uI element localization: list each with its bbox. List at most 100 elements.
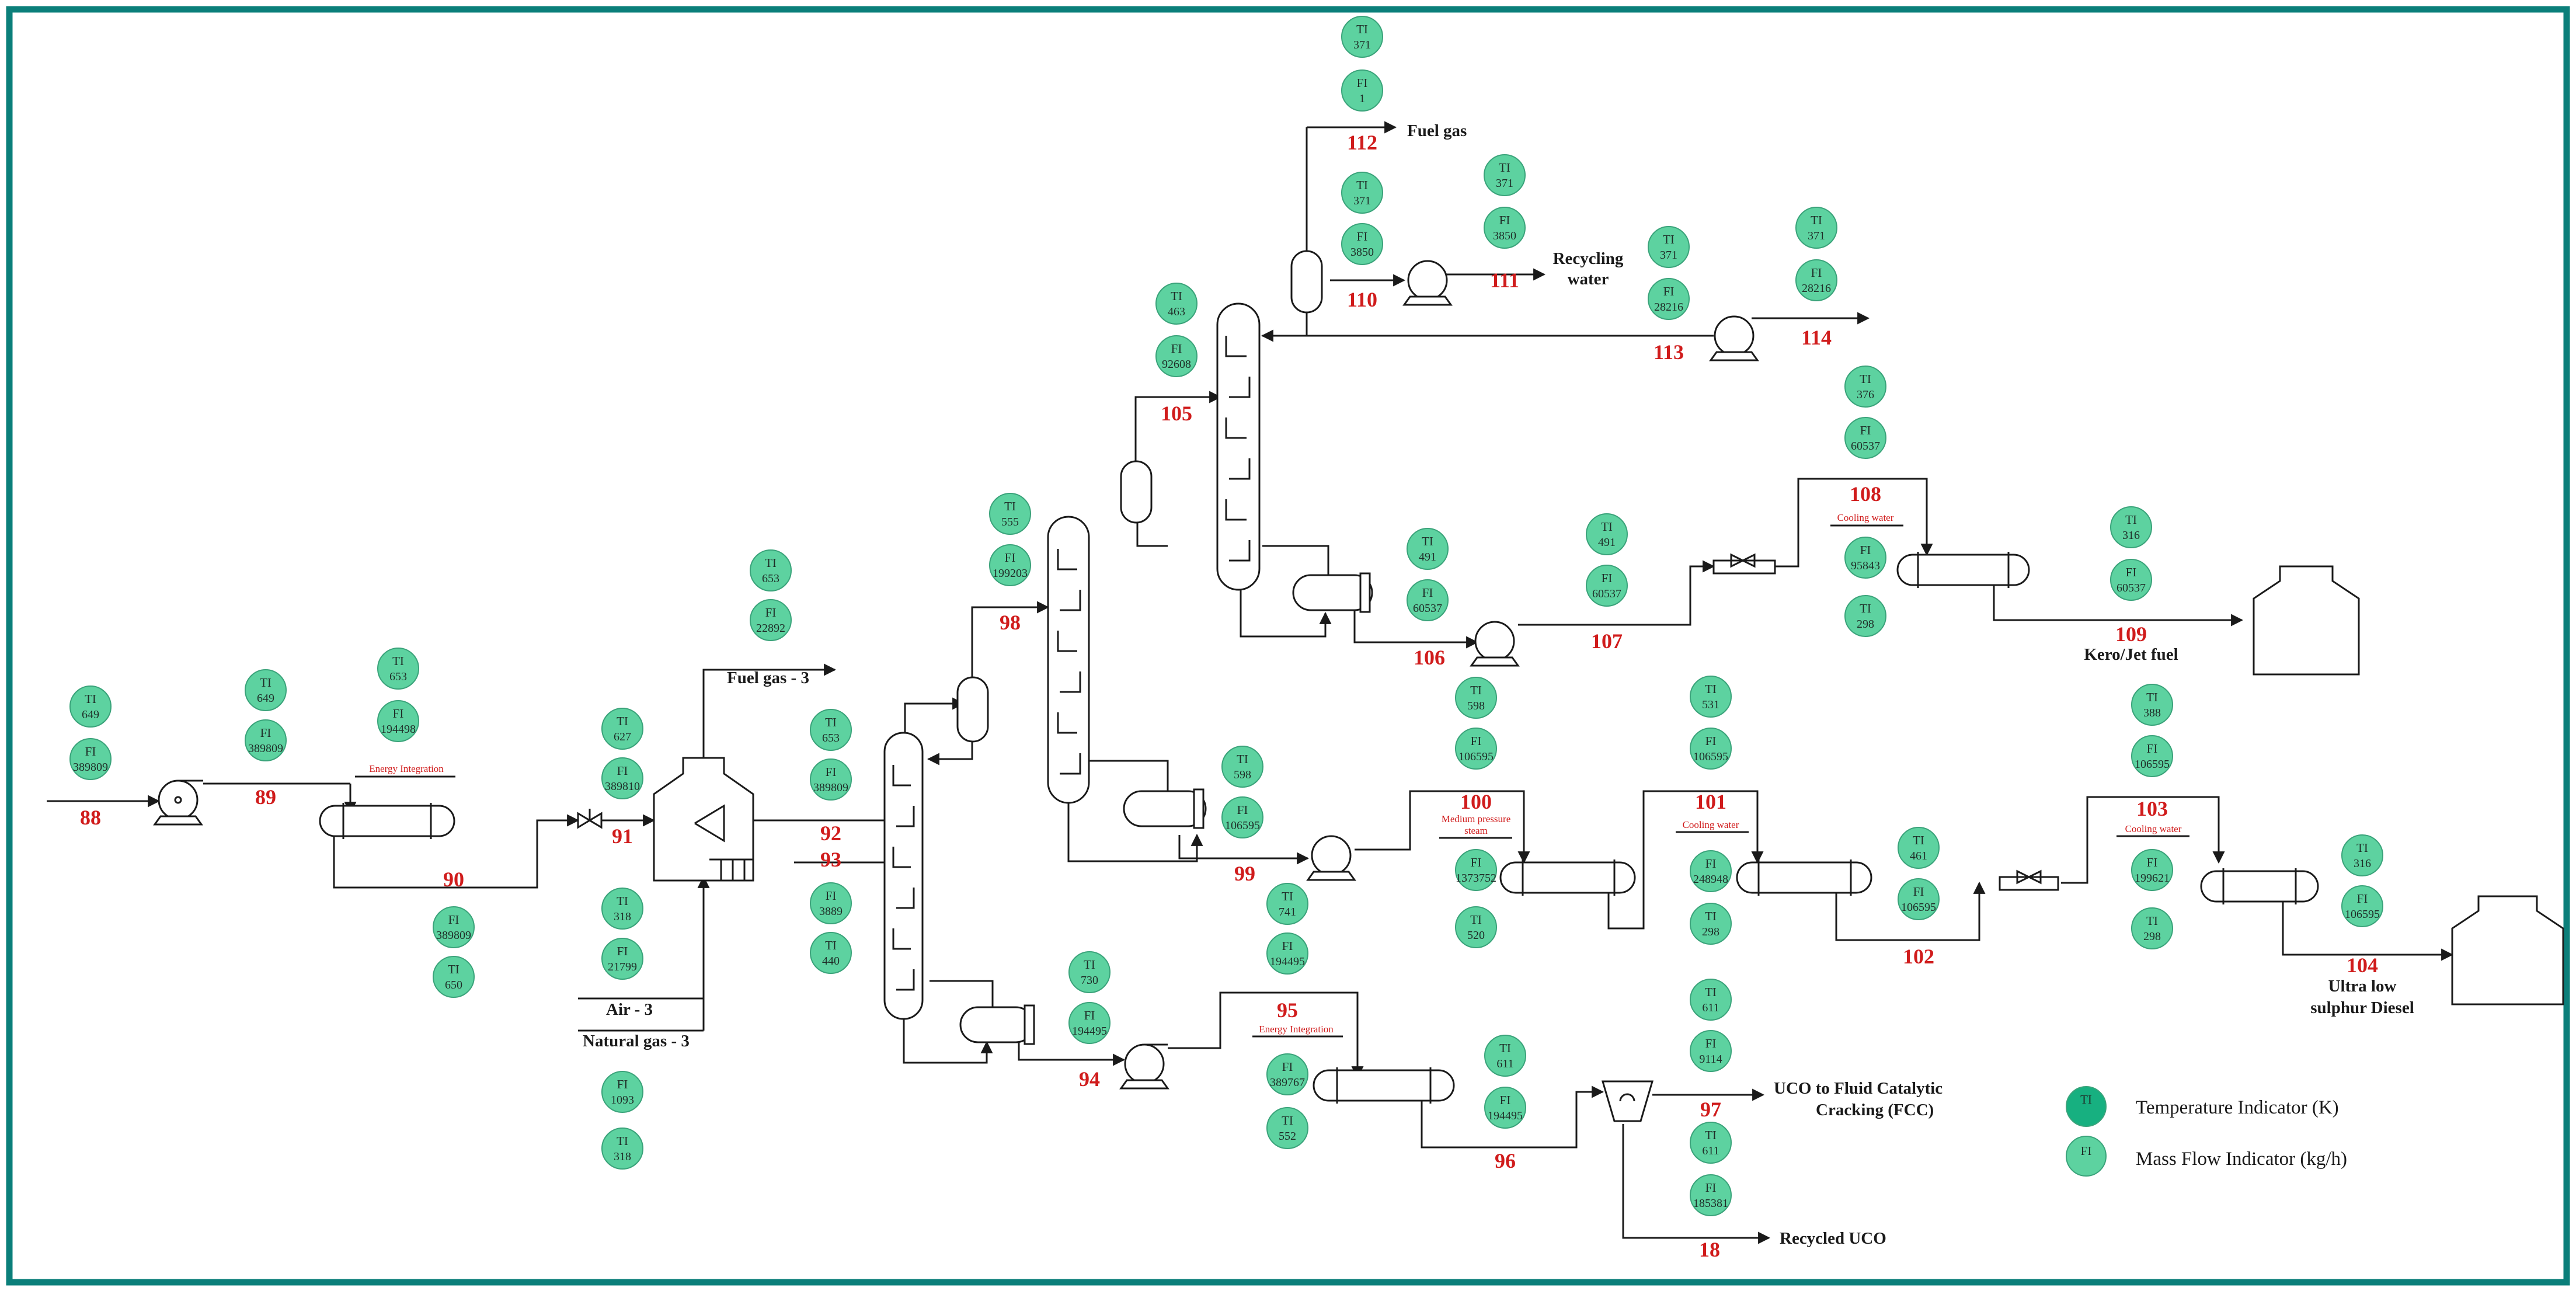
indicator-tag: FI [1171,342,1182,356]
indicator-tag: FI [1663,284,1675,298]
product-label: Kero/Jet fuel [2084,645,2178,664]
stream-number: 113 [1653,340,1684,364]
heat-exchanger-icon [2200,868,2319,904]
indicator-value: 649 [257,692,274,705]
stream-number: 88 [80,806,101,829]
indicator-tag: FI [1471,855,1482,869]
indicator-tag: FI [1471,734,1482,748]
indicator-tag: FI [617,944,628,958]
stream-number: 110 [1347,288,1377,311]
indicator-value: 371 [1353,194,1371,207]
indicator-tag: TI [1470,913,1482,927]
indicator-tag: TI [1860,372,1871,386]
stream-number: 104 [2347,954,2378,977]
indicator-value: 60537 [1851,440,1880,453]
indicator-value: 318 [614,1150,631,1163]
indicator-value: 22892 [756,622,785,635]
indicator-tag: TI [617,894,628,908]
indicator-tag: TI [617,1134,628,1148]
utility-note: Cooling water [2125,823,2182,834]
indicator-tag: TI [1084,958,1095,972]
indicator-tag: TI [1470,683,1482,697]
indicator-tag: FI [1860,543,1871,557]
indicator-tag: TI [1282,1113,1293,1128]
indicator-tag: FI [448,913,459,927]
indicator-tag: FI [1913,885,1924,899]
indicator-value: 199621 [2135,872,2170,885]
indicator-value: 60537 [1413,602,1442,615]
indicator-tag: FI [1422,586,1433,600]
indicator-tag: FI [2357,892,2368,906]
heat-exchanger-icon [1313,1067,1455,1104]
indicator-tag: TI [1811,213,1822,227]
indicator-value: 194495 [1270,955,1305,968]
indicator-value: 389810 [605,780,640,793]
indicator-tag: FI [765,606,777,620]
indicator-value: 552 [1279,1130,1296,1143]
indicator-tag: TI [617,714,628,728]
indicator-tag: FI [85,744,96,758]
product-label: water [1568,270,1609,288]
legend-fi-badge: FI [2066,1136,2107,1177]
product-label: Natural gas - 3 [583,1032,690,1050]
indicator-value: 627 [614,730,631,743]
indicator-value: 653 [762,572,779,585]
reflux-drum-icon [1120,460,1153,524]
pump-icon [1402,260,1453,306]
indicator-tag: TI [2125,513,2137,527]
stream-number: 101 [1695,790,1726,813]
indicator-value: 3850 [1350,246,1374,259]
indicator-tag: FI [1811,266,1822,280]
product-label: Ultra low [2328,977,2397,996]
reboiler-icon [1123,788,1207,829]
pump-icon [1306,835,1356,881]
indicator-value: 649 [82,708,99,721]
temperature-indicator-badge: TI 316 [2110,506,2152,548]
utility-note: Cooling water [1683,819,1739,830]
indicator-value: 316 [2122,529,2140,542]
indicator-value: 298 [1702,925,1719,938]
temperature-indicator-badge: TI 653 [750,549,792,591]
indicator-tag: TI [1237,752,1248,766]
stream-number: 107 [1591,629,1623,653]
stream-number: 91 [612,824,633,848]
indicator-value: 730 [1081,974,1098,987]
flow-indicator-badge: FI1 [1341,69,1383,112]
indicator-tag: TI [448,962,459,976]
equipment [153,250,2564,1122]
indicator-tag: TI [765,556,777,570]
stream-number: 103 [2136,797,2168,820]
indicator-tag: TI [1356,178,1368,192]
distillation-column-icon [1216,302,1261,591]
distillation-column-icon [1047,516,1090,804]
air-cooler-icon [1999,869,2059,891]
temperature-indicator-badge: TI 318 [601,1128,643,1170]
stream-number: 111 [1490,269,1519,292]
indicator-value: 371 [1353,39,1371,51]
heat-exchanger-icon [1736,859,1872,896]
stream-number: 96 [1495,1149,1516,1172]
indicator-value: 463 [1168,305,1185,318]
stream-number: 98 [1000,611,1021,634]
storage-tank-icon [2253,565,2360,676]
